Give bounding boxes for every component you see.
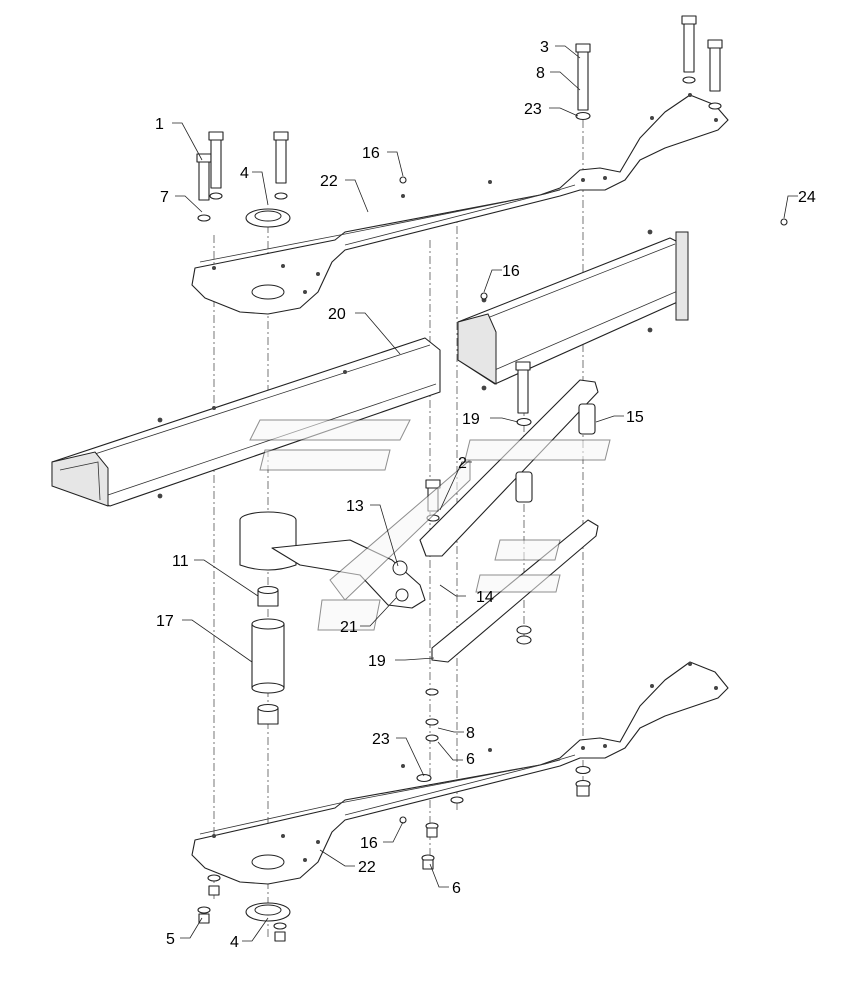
- callout-6-bottom: 6: [452, 880, 461, 897]
- callout-7: 7: [160, 189, 169, 206]
- callout-20: 20: [328, 306, 346, 323]
- callout-labels: 1 2 3 4 4 5 6 6 7 8 8 11 13 14 15 16 16 …: [155, 39, 816, 951]
- lower-frame-plate: [191, 661, 729, 885]
- callout-15: 15: [626, 409, 644, 426]
- upper-right-beam: [457, 229, 689, 391]
- callout-23-bottom: 23: [372, 731, 390, 748]
- callout-2: 2: [458, 455, 467, 472]
- callout-19-lower: 19: [368, 653, 386, 670]
- callout-23-top: 23: [524, 101, 542, 118]
- lower-left-beam: [51, 337, 441, 507]
- callout-3: 3: [540, 39, 549, 56]
- callout-21: 21: [340, 619, 358, 636]
- callout-16-bottom: 16: [360, 835, 378, 852]
- callout-8-top: 8: [536, 65, 545, 82]
- callout-19-upper: 19: [462, 411, 480, 428]
- tie-rods: [419, 379, 599, 663]
- callout-22-top: 22: [320, 173, 338, 190]
- callout-5: 5: [166, 931, 175, 948]
- callout-24: 24: [798, 189, 816, 206]
- upper-frame-plate: [191, 93, 729, 315]
- callout-8-bottom: 8: [466, 725, 475, 742]
- leader-lines: [172, 45, 798, 942]
- watermark-outlines: [249, 419, 611, 631]
- callout-14: 14: [476, 589, 494, 606]
- kingpin-parts: [251, 585, 285, 725]
- callout-17: 17: [156, 613, 174, 630]
- callout-6-mid: 6: [466, 751, 475, 768]
- callout-4-bottom: 4: [230, 934, 239, 951]
- callout-22-bottom: 22: [358, 859, 376, 876]
- callout-16-top: 16: [362, 145, 380, 162]
- callout-11: 11: [172, 553, 189, 570]
- washers-and-nuts: [197, 76, 788, 942]
- callout-4-top: 4: [240, 165, 249, 182]
- callout-1: 1: [155, 116, 164, 133]
- callout-13: 13: [346, 498, 364, 515]
- callout-16-mid: 16: [502, 263, 520, 280]
- bearings: [245, 208, 291, 922]
